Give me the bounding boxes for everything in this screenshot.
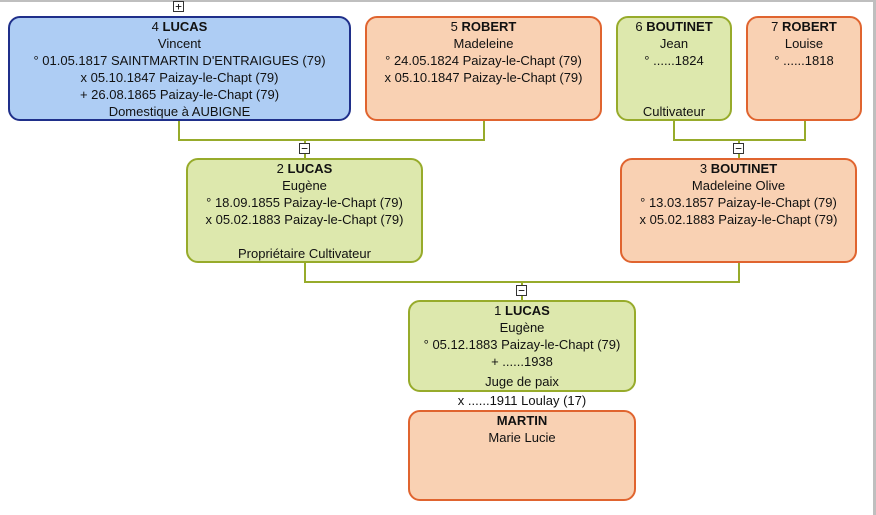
person-card-7[interactable]: 7 ROBERT Louise ° ......1818 [746,16,862,121]
birth-event: ° 24.05.1824 Paizay-le-Chapt (79) [385,53,582,68]
person-card-4[interactable]: 4 LUCAS Vincent ° 01.05.1817 SAINTMARTIN… [8,16,351,121]
connector [304,262,306,282]
death-event: + 26.08.1865 Paizay-le-Chapt (79) [79,87,280,102]
occupation: Domestique à AUBIGNE [108,104,251,119]
person-name: 3 BOUTINET [622,160,855,177]
occupation: Juge de paix [485,374,559,389]
surname: MARTIN [496,413,548,428]
connector [178,120,180,140]
birth-event: ° 18.09.1855 Paizay-le-Chapt (79) [206,195,403,210]
birth-event: ° ......1818 [774,53,834,68]
connector [178,139,485,141]
given-name: Madeleine Olive [691,178,786,193]
person-card-2[interactable]: 2 LUCAS Eugène ° 18.09.1855 Paizay-le-Ch… [186,158,423,263]
surname: LUCAS [162,19,208,34]
sosa-number: 6 [635,19,643,34]
marriage-event: x 05.10.1847 Paizay-le-Chapt (79) [80,70,279,85]
window-right-border [873,0,876,515]
surname: ROBERT [461,19,517,34]
given-name: Eugène [499,320,545,335]
marriage-event: x 05.02.1883 Paizay-le-Chapt (79) [639,212,838,227]
connector [673,120,675,140]
window-top-border [0,0,876,2]
sosa-number: 2 [276,161,284,176]
person-card-5[interactable]: 5 ROBERT Madeleine ° 24.05.1824 Paizay-l… [365,16,602,121]
person-card-6[interactable]: 6 BOUTINET Jean ° ......1824 Cultivateur [616,16,732,121]
surname: BOUTINET [710,161,778,176]
surname: LUCAS [287,161,333,176]
sosa-number: 3 [699,161,708,176]
person-name: 1 LUCAS [410,302,634,319]
person-card-1[interactable]: 1 LUCAS Eugène ° 05.12.1883 Paizay-le-Ch… [408,300,636,392]
expand-toggle[interactable]: + [173,1,184,12]
sosa-number: 5 [450,19,458,34]
sosa-number: 7 [771,19,779,34]
given-name: Madeleine [453,36,514,51]
marriage-event: x 05.10.1847 Paizay-le-Chapt (79) [384,70,583,85]
surname: ROBERT [781,19,837,34]
connector [738,262,740,282]
person-name: 4 LUCAS [10,18,349,35]
connector [804,120,806,140]
person-name: 2 LUCAS [188,160,421,177]
given-name: Eugène [282,178,327,193]
person-name: 7 ROBERT [748,18,860,35]
collapse-toggle[interactable]: − [516,285,527,296]
person-name: 5 ROBERT [367,18,600,35]
spouse-card[interactable]: MARTIN Marie Lucie [408,410,636,501]
collapse-toggle[interactable]: − [733,143,744,154]
collapse-toggle[interactable]: − [299,143,310,154]
surname: BOUTINET [646,19,713,34]
birth-event: ° 13.03.1857 Paizay-le-Chapt (79) [640,195,837,210]
sosa-number: 4 [151,19,159,34]
marriage-label: x ......1911 Loulay (17) [457,393,587,408]
marriage-event: x 05.02.1883 Paizay-le-Chapt (79) [205,212,404,227]
occupation: Cultivateur [642,104,706,119]
given-name: Louise [784,36,824,51]
death-event: + ......1938 [491,354,553,369]
person-card-3[interactable]: 3 BOUTINET Madeleine Olive ° 13.03.1857 … [620,158,857,263]
given-name: Vincent [157,36,202,51]
person-name: MARTIN [410,412,634,429]
connector [483,120,485,140]
person-name: 6 BOUTINET [618,18,730,35]
surname: LUCAS [505,303,550,318]
sosa-number: 1 [494,303,502,318]
occupation: Propriétaire Cultivateur [238,246,371,261]
given-name: Marie Lucie [488,430,556,445]
given-name: Jean [659,36,689,51]
birth-event: ° ......1824 [644,53,704,68]
birth-event: ° 05.12.1883 Paizay-le-Chapt (79) [423,337,621,352]
birth-event: ° 01.05.1817 SAINTMARTIN D'ENTRAIGUES (7… [33,53,326,68]
